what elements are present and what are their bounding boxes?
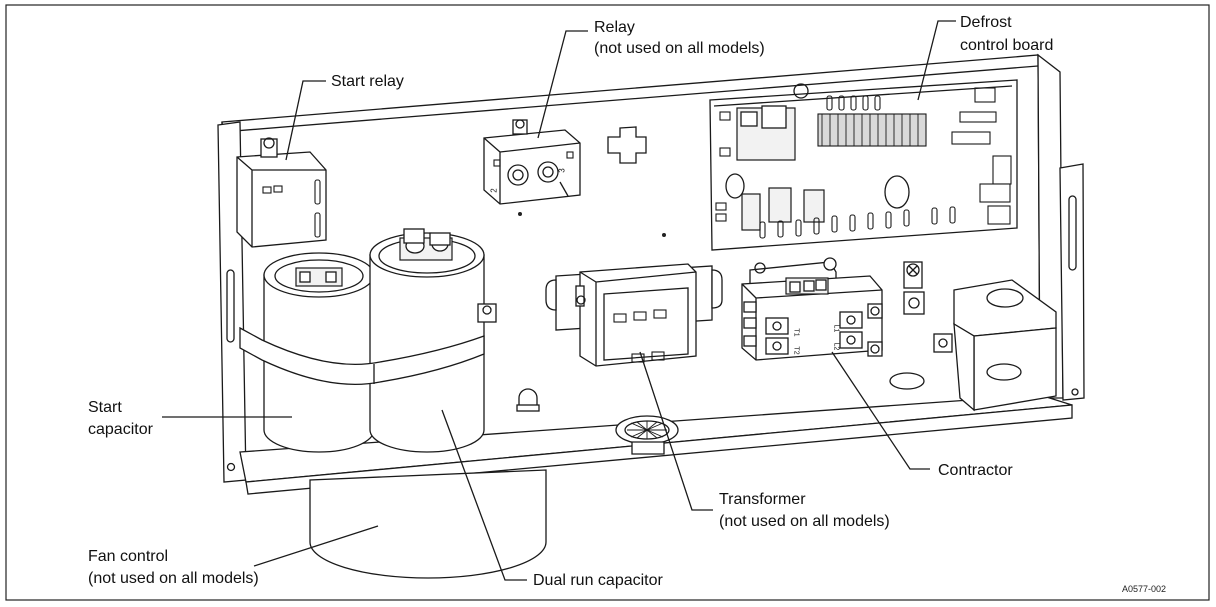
callout-start-relay: Start relay [331,73,404,90]
callout-transformer-note: (not used on all models) [719,513,890,530]
transformer [545,263,723,367]
contactor-terminal-label: T1 [792,328,800,337]
callout-start-capacitor: Start [88,399,122,416]
relay-pin-label: 2 [489,188,499,193]
panel-knockout [607,126,647,164]
callout-defrost-board: Defrost [960,14,1012,31]
callout-start-capacitor-line2: capacitor [88,421,153,438]
terminal-lug [903,261,953,353]
dual-run-capacitor [369,228,485,453]
callout-relay: Relay [594,19,635,36]
fan-control [309,469,547,579]
relay [483,119,581,205]
start-relay [236,137,327,248]
contactor-terminal-label: T2 [792,346,800,355]
grommet [615,415,679,455]
callout-relay-note: (not used on all models) [594,40,765,57]
contactor-terminal-label: L1 [832,324,840,333]
acorn-nut [516,388,540,412]
contactor-terminal-label: L2 [832,342,840,351]
figure-frame [5,4,1210,601]
figure-id: A0577-002 [1122,584,1167,594]
defrost-control-board [709,79,1018,251]
callout-contractor: Contractor [938,462,1013,479]
callout-leaders [162,20,956,581]
capacitor-strap [239,303,497,386]
callout-fan-control-note: (not used on all models) [88,570,259,587]
wire-entry-bracket [889,279,1057,412]
callout-fan-control: Fan control [88,548,169,565]
callout-transformer: Transformer [719,491,806,508]
relay-pin-label: 3 [557,168,567,173]
contactor [741,257,883,361]
callout-defrost-board-line2: control board [960,37,1054,54]
callout-dual-run-capacitor: Dual run capacitor [533,572,663,589]
